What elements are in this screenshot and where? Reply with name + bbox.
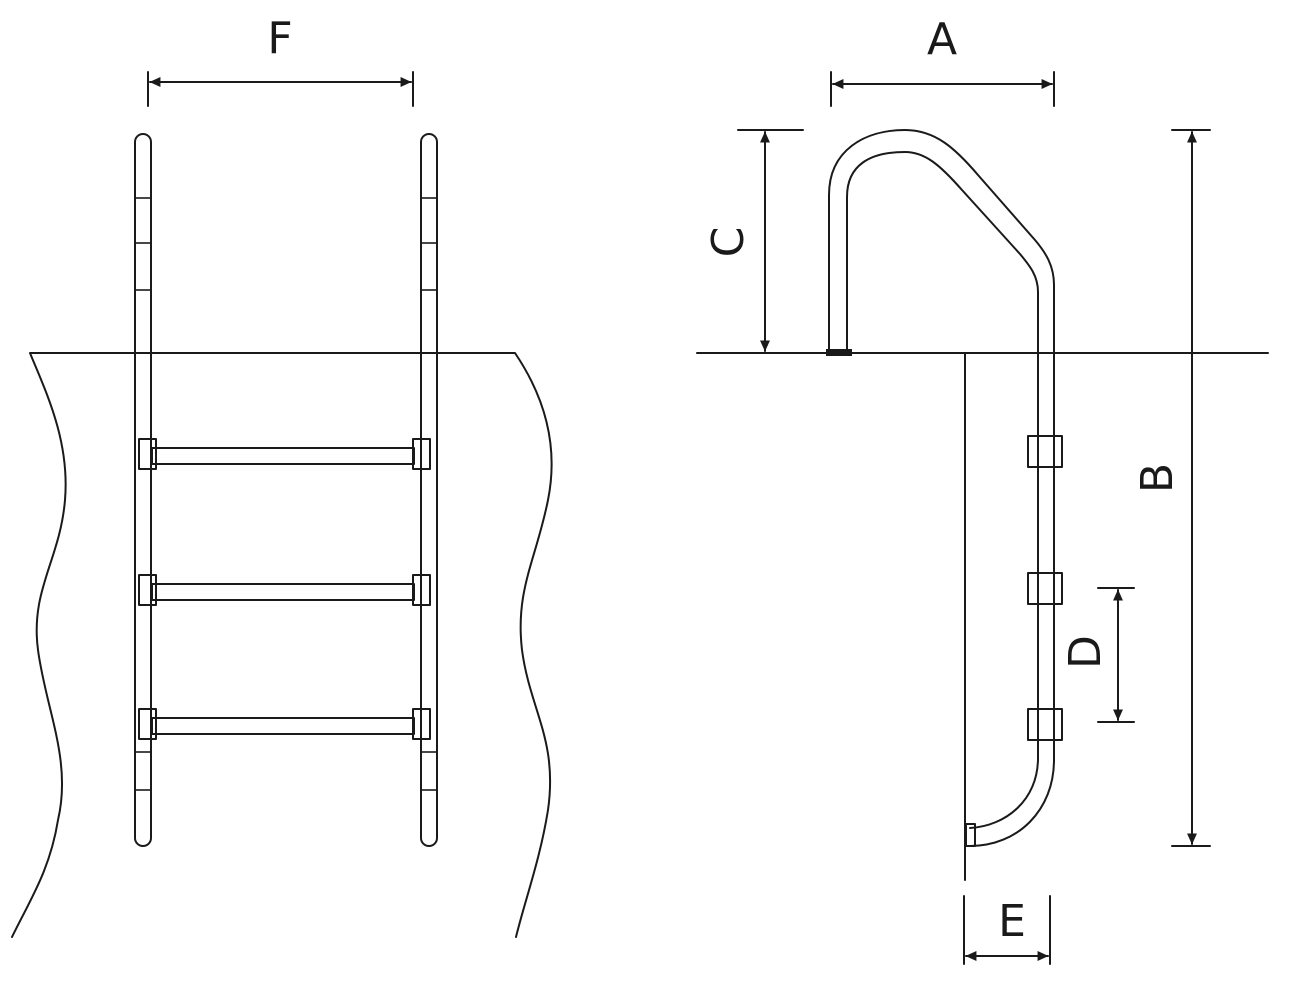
anchor-plate — [826, 349, 852, 356]
dimension-f-label: F — [267, 13, 292, 64]
front-view: F — [11, 13, 553, 938]
dimension-e-label: E — [998, 896, 1026, 947]
dimension-e: E — [963, 895, 1051, 965]
step — [138, 574, 431, 606]
dimension-d-label: D — [1060, 635, 1111, 669]
dimension-b: B — [1132, 129, 1211, 847]
dimension-f: F — [147, 13, 414, 107]
handrail-tube — [828, 129, 1055, 847]
dimension-c-label: C — [703, 227, 754, 258]
step-bracket — [1027, 708, 1063, 741]
pool-wall-section — [11, 352, 553, 938]
side-view: A C B D E — [696, 14, 1269, 965]
step-bracket — [1027, 572, 1063, 605]
handrail-tube-inner — [846, 151, 1039, 829]
dimension-b-label: B — [1132, 463, 1183, 493]
dimension-a: A — [830, 14, 1055, 107]
dimension-a-label: A — [927, 14, 957, 65]
right-rail — [420, 133, 438, 847]
wall-bumper — [965, 823, 976, 847]
step — [138, 438, 431, 470]
left-rail — [134, 133, 152, 847]
step-bracket — [1027, 435, 1063, 468]
dimension-d: D — [1060, 587, 1135, 723]
step — [138, 708, 431, 740]
dimension-c: C — [703, 129, 804, 352]
